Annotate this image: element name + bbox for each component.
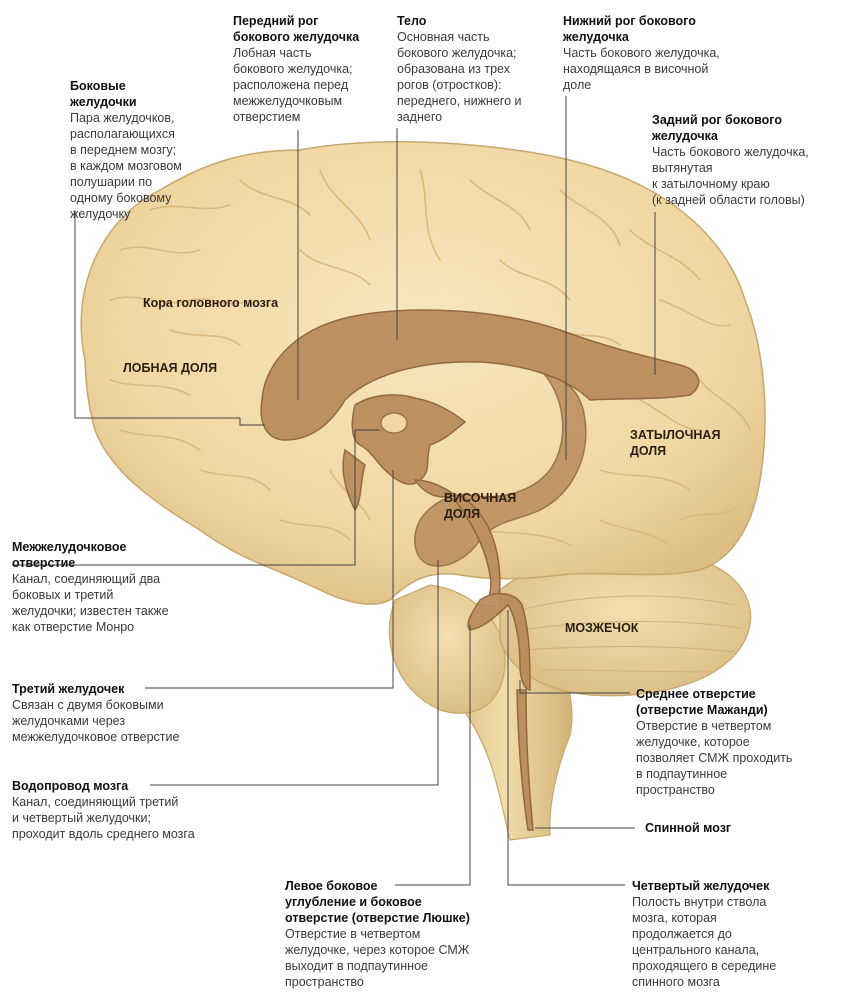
annotation-desc: Отверстие в четвертом желудочке, которое… <box>636 719 793 797</box>
annotation-fourth-ventricle: Четвертый желудочек Полость внутри ствол… <box>632 878 832 990</box>
annotation-body: Тело Основная часть бокового желудочка; … <box>397 13 557 125</box>
annotation-title: Нижний рог бокового желудочка <box>563 14 696 44</box>
temporal-lobe-label: ВИСОЧНАЯ ДОЛЯ <box>444 491 517 521</box>
annotation-title: Передний рог бокового желудочка <box>233 14 360 44</box>
annotation-title: Тело <box>397 14 427 28</box>
annotation-desc: Канал, соединяющий два боковых и третий … <box>12 572 169 634</box>
annotation-anterior-horn: Передний рог бокового желудочка Лобная ч… <box>233 13 403 125</box>
annotation-title: Четвертый желудочек <box>632 879 770 893</box>
occipital-lobe-label: ЗАТЫЛОЧНАЯ ДОЛЯ <box>630 428 721 458</box>
annotation-desc: Часть бокового желудочка, находящаяся в … <box>563 46 720 92</box>
annotation-title: Среднее отверстие (отверстие Мажанди) <box>636 687 768 717</box>
annotation-desc: Основная часть бокового желудочка; образ… <box>397 30 522 124</box>
annotation-lateral-recess: Левое боковое углубление и боковое отвер… <box>285 878 505 990</box>
annotation-posterior-horn: Задний рог бокового желудочка Часть боко… <box>652 112 842 208</box>
annotation-title: Третий желудочек <box>12 682 125 696</box>
annotation-desc: Пара желудочков, располагающихся в перед… <box>70 111 182 221</box>
cortex-label: Кора головного мозга <box>143 296 279 310</box>
annotation-spinal-cord: Спинной мозг <box>645 820 795 836</box>
annotation-title: Водопровод мозга <box>12 779 129 793</box>
annotation-title: Спинной мозг <box>645 821 732 835</box>
annotation-desc: Лобная часть бокового желудочка; располо… <box>233 46 353 124</box>
annotation-desc: Отверстие в четвертом желудочке, через к… <box>285 927 470 989</box>
annotation-title: Боковые желудочки <box>70 79 137 109</box>
annotation-third-ventricle: Третий желудочек Связан с двумя боковыми… <box>12 681 212 745</box>
cerebellum-label: МОЗЖЕЧОК <box>565 621 639 635</box>
annotation-inferior-horn: Нижний рог бокового желудочка Часть боко… <box>563 13 763 93</box>
annotation-title: Левое боковое углубление и боковое отвер… <box>285 879 470 925</box>
annotation-interventricular-foramen: Межжелудочковое отверстие Канал, соединя… <box>12 539 212 635</box>
annotation-title: Задний рог бокового желудочка <box>652 113 782 143</box>
annotation-median-aperture: Среднее отверстие (отверстие Мажанди) От… <box>636 686 836 798</box>
frontal-lobe-label: ЛОБНАЯ ДОЛЯ <box>123 361 218 375</box>
annotation-title: Межжелудочковое отверстие <box>12 540 127 570</box>
annotation-desc: Полость внутри ствола мозга, которая про… <box>632 895 777 989</box>
annotation-cerebral-aqueduct: Водопровод мозга Канал, соединяющий трет… <box>12 778 232 842</box>
annotation-lateral-ventricles: Боковые желудочки Пара желудочков, распо… <box>70 78 240 222</box>
cerebrum-shape <box>80 140 766 605</box>
annotation-desc: Часть бокового желудочка, вытянутая к за… <box>652 145 809 207</box>
ventricular-system <box>260 309 700 831</box>
annotation-desc: Связан с двумя боковыми желудочками чере… <box>12 698 180 744</box>
annotation-desc: Канал, соединяющий третий и четвертый же… <box>12 795 195 841</box>
